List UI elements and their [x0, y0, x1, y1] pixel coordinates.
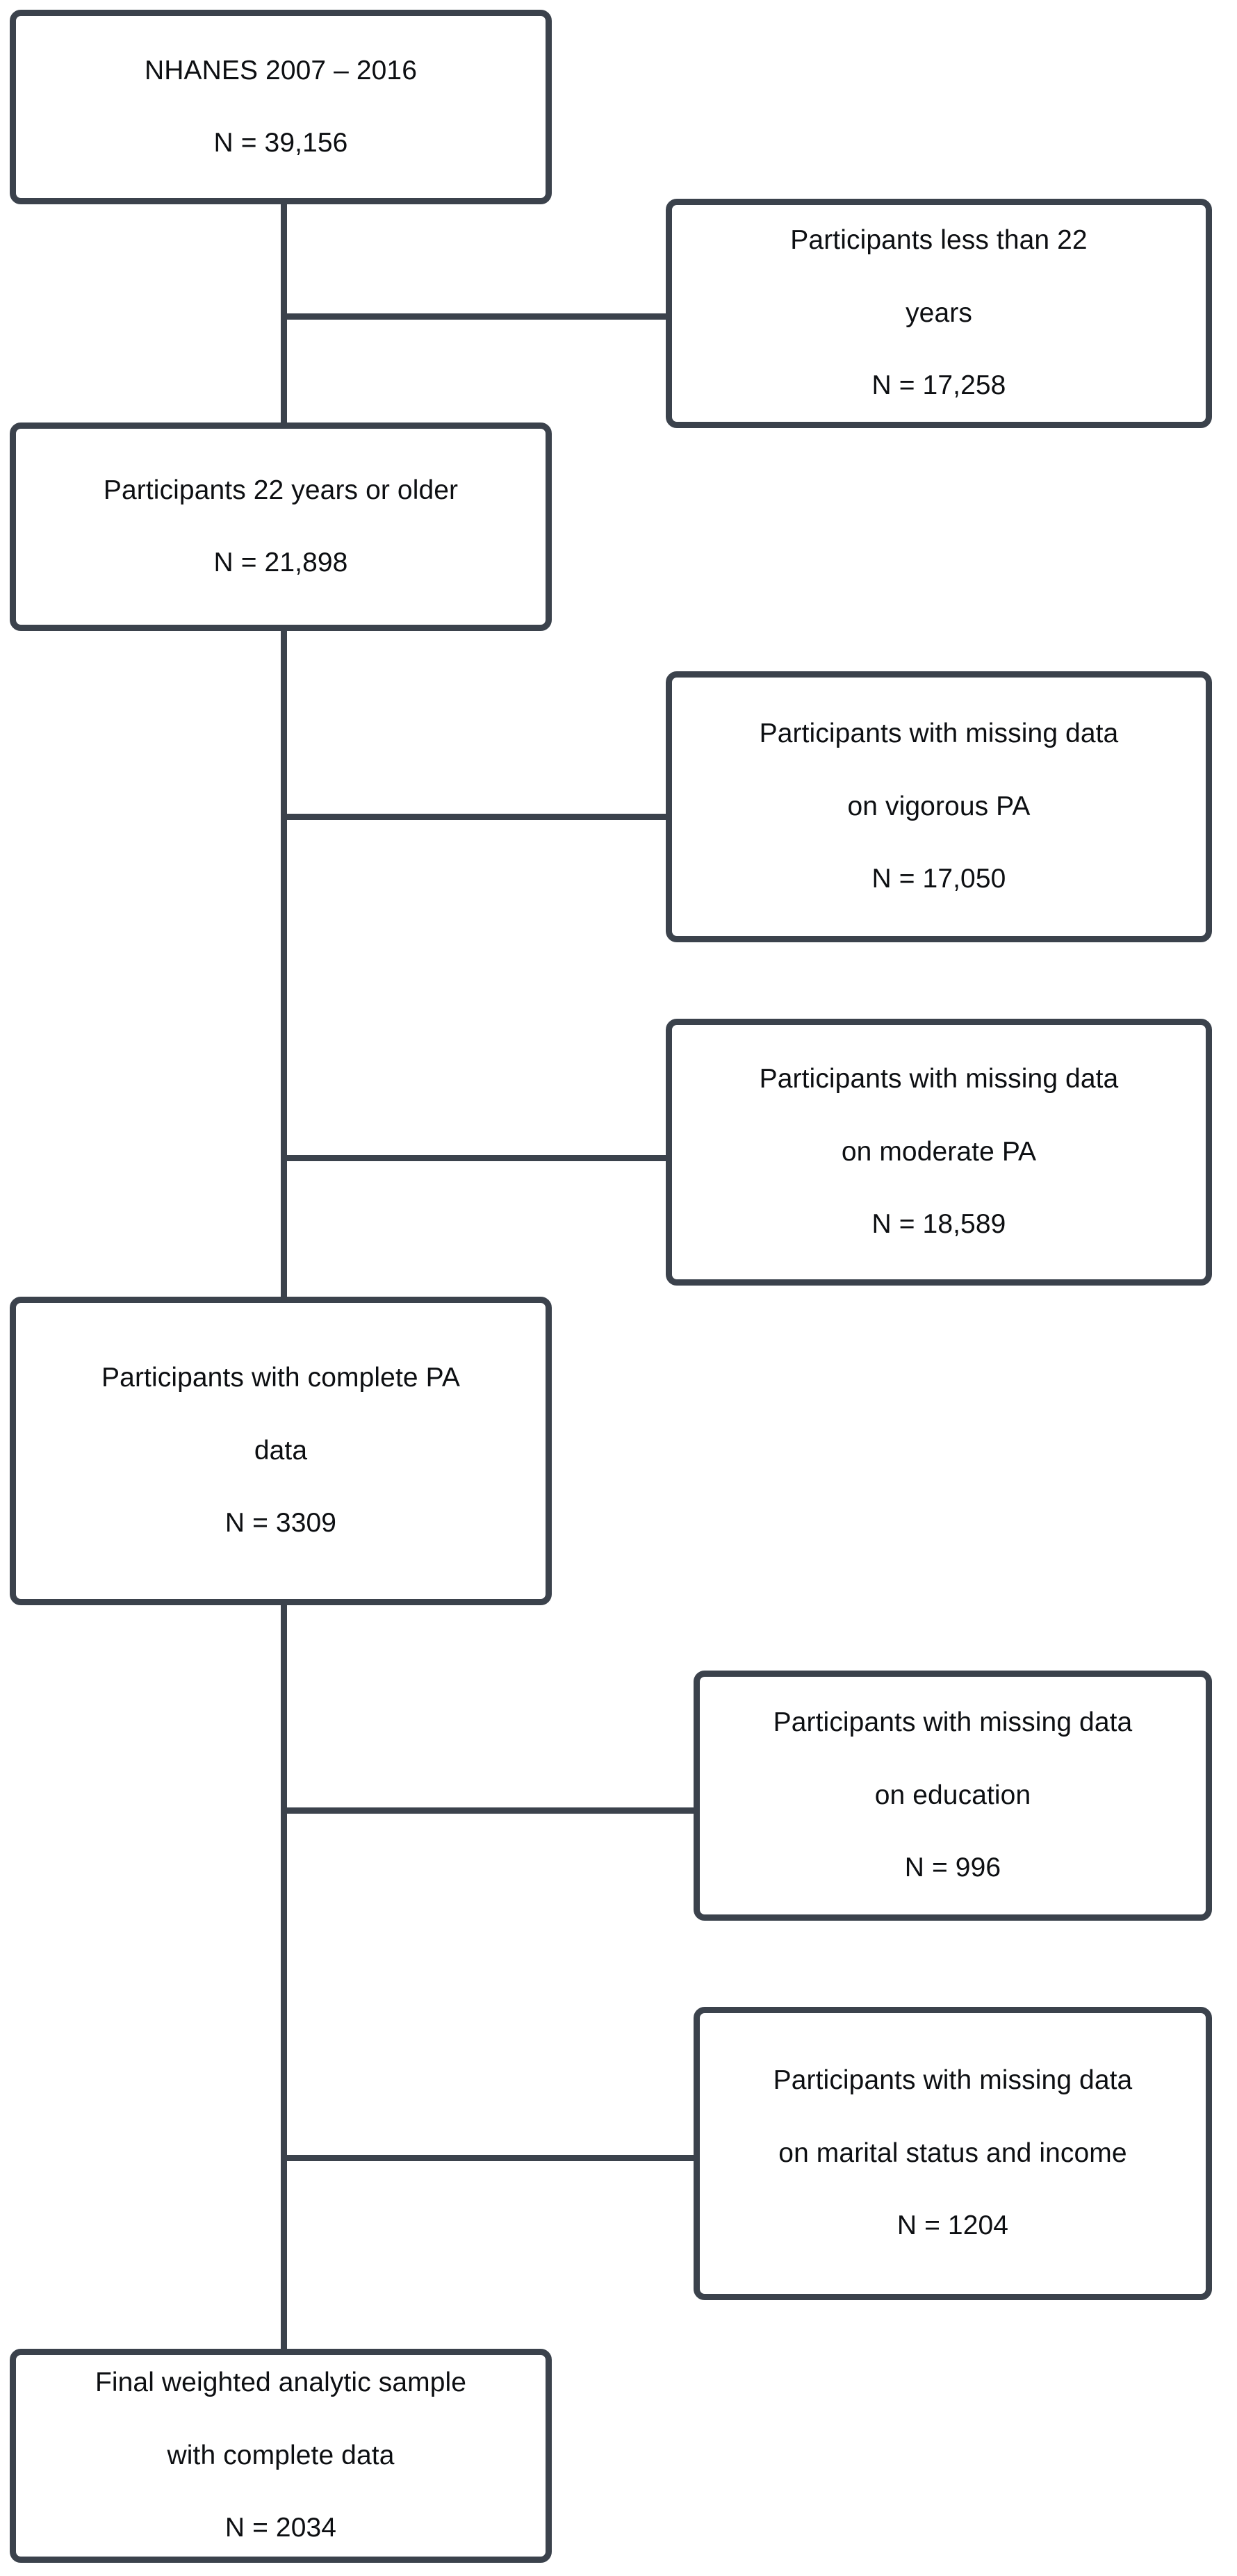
node-source-cohort-line2: N = 39,156	[213, 128, 348, 158]
connector-branch-education	[281, 1807, 698, 1814]
node-excluded-moderate-pa-line1: Participants with missing data	[759, 1064, 1119, 1094]
node-excluded-vigorous-pa-line1: Participants with missing data	[759, 719, 1119, 749]
node-excluded-education-text: Participants with missing data on educat…	[758, 1668, 1148, 1923]
node-excluded-under-22-line2: years	[906, 297, 972, 328]
node-final-sample[interactable]: Final weighted analytic sample with comp…	[10, 2349, 552, 2563]
node-complete-pa-data-text: Participants with complete PA data N = 3…	[86, 1324, 475, 1578]
node-excluded-under-22-line1: Participants less than 22	[790, 225, 1088, 256]
node-excluded-vigorous-pa[interactable]: Participants with missing data on vigoro…	[666, 671, 1212, 942]
node-excluded-moderate-pa-line3: N = 18,589	[871, 1209, 1006, 1240]
node-source-cohort-text: NHANES 2007 – 2016 N = 39,156	[129, 16, 432, 197]
node-final-sample-text: Final weighted analytic sample with comp…	[80, 2329, 482, 2576]
node-complete-pa-data-line1: Participants with complete PA	[101, 1363, 460, 1393]
node-excluded-moderate-pa-text: Participants with missing data on modera…	[744, 1025, 1134, 1279]
node-excluded-under-22-line3: N = 17,258	[871, 370, 1006, 401]
node-excluded-marital-income-line1: Participants with missing data	[773, 2065, 1133, 2096]
node-excluded-marital-income-line3: N = 1204	[896, 2210, 1009, 2241]
node-excluded-under-22[interactable]: Participants less than 22 years N = 17,2…	[666, 199, 1212, 428]
node-excluded-education-line1: Participants with missing data	[773, 1707, 1133, 1738]
node-final-sample-line3: N = 2034	[224, 2513, 337, 2543]
node-excluded-vigorous-pa-line3: N = 17,050	[871, 864, 1006, 894]
node-complete-pa-data-line2: data	[254, 1435, 308, 1466]
node-aged-22-or-older-line2: N = 21,898	[213, 548, 348, 578]
connector-trunk-1	[281, 197, 287, 427]
connector-trunk-3	[281, 1602, 287, 2352]
connector-trunk-2	[281, 625, 287, 1303]
node-complete-pa-data[interactable]: Participants with complete PA data N = 3…	[10, 1297, 552, 1605]
node-aged-22-or-older-text: Participants 22 years or older N = 21,89…	[88, 436, 473, 617]
connector-branch-under22	[281, 313, 670, 320]
node-final-sample-line2: with complete data	[167, 2440, 395, 2470]
node-excluded-moderate-pa[interactable]: Participants with missing data on modera…	[666, 1019, 1212, 1286]
node-aged-22-or-older-line1: Participants 22 years or older	[103, 475, 459, 505]
node-excluded-marital-income-text: Participants with missing data on marita…	[758, 2026, 1148, 2281]
node-excluded-education[interactable]: Participants with missing data on educat…	[694, 1671, 1212, 1921]
node-excluded-marital-income-line2: on marital status and income	[778, 2138, 1127, 2168]
node-excluded-vigorous-pa-text: Participants with missing data on vigoro…	[744, 680, 1134, 934]
connector-branch-moderate	[281, 1155, 670, 1161]
node-complete-pa-data-line3: N = 3309	[224, 1508, 337, 1539]
node-excluded-marital-income[interactable]: Participants with missing data on marita…	[694, 2007, 1212, 2300]
node-excluded-under-22-text: Participants less than 22 years N = 17,2…	[775, 186, 1102, 441]
connector-branch-vigorous	[281, 814, 670, 820]
node-excluded-education-line2: on education	[874, 1780, 1031, 1810]
node-aged-22-or-older[interactable]: Participants 22 years or older N = 21,89…	[10, 423, 552, 631]
node-final-sample-line1: Final weighted analytic sample	[95, 2368, 467, 2398]
node-source-cohort[interactable]: NHANES 2007 – 2016 N = 39,156	[10, 10, 552, 204]
node-source-cohort-line1: NHANES 2007 – 2016	[144, 55, 418, 85]
node-excluded-education-line3: N = 996	[904, 1853, 1001, 1883]
connector-branch-marital	[281, 2155, 698, 2161]
node-excluded-vigorous-pa-line2: on vigorous PA	[847, 791, 1031, 821]
node-excluded-moderate-pa-line2: on moderate PA	[841, 1136, 1037, 1167]
